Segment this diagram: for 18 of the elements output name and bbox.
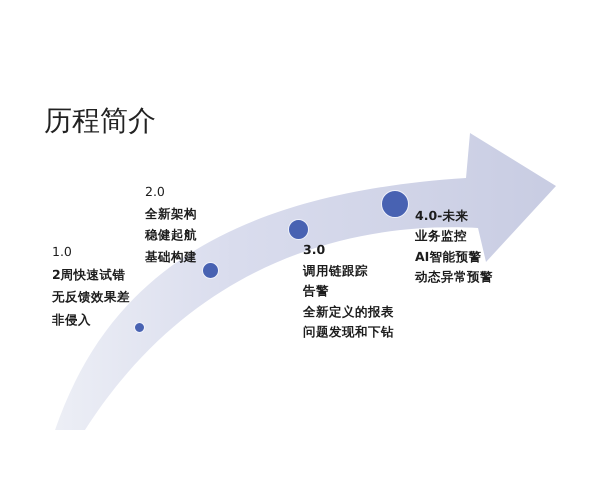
title: 历程简介 <box>44 104 156 138</box>
milestone-note: 稳健起航 <box>145 227 197 244</box>
milestone-note: 2周快速试错 <box>52 266 126 282</box>
milestone-note: 非侵入 <box>52 312 91 328</box>
milestone-note: 全新定义的报表 <box>303 304 394 320</box>
version-label: 4.0-未来 <box>415 208 468 224</box>
version-label: 1.0 <box>52 244 72 260</box>
milestone-note: 调用链跟踪 <box>303 262 368 279</box>
milestone-note: AI智能预警 <box>415 248 482 265</box>
milestone-note: 动态异常预警 <box>415 269 493 286</box>
version-label: 3.0 <box>303 242 326 258</box>
milestone-note: 基础构建 <box>145 249 197 266</box>
milestone-note: 告警 <box>303 283 329 300</box>
milestone-note: 无反馈效果差 <box>52 289 130 305</box>
version-label: 2.0 <box>145 184 165 200</box>
milestone-note: 问题发现和下钻 <box>303 324 394 340</box>
milestone-note: 全新架构 <box>145 206 197 222</box>
milestone-note: 业务监控 <box>415 228 467 244</box>
